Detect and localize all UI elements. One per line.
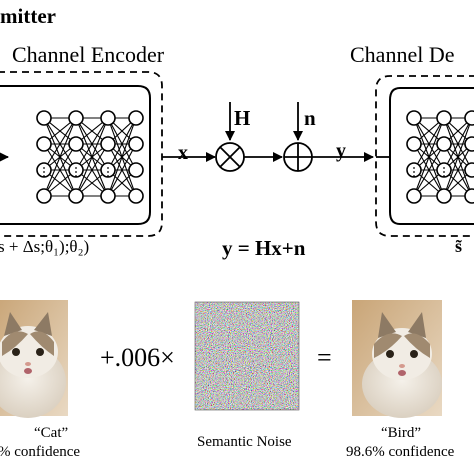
network-node	[464, 188, 474, 204]
network-node	[406, 110, 422, 126]
network-node	[68, 162, 84, 178]
cat-image-original	[0, 300, 68, 418]
network-node	[406, 188, 422, 204]
network-node	[406, 136, 422, 152]
decoder-output-label: s̃	[455, 236, 463, 256]
network-edge	[75, 117, 109, 197]
network-node	[36, 162, 52, 178]
network-node	[36, 136, 52, 152]
adversarial-class-label: “Bird”	[381, 425, 421, 441]
network-node	[436, 110, 452, 126]
network-edge	[43, 117, 77, 171]
network-ellipsis-dot	[75, 171, 77, 173]
network-node	[128, 188, 144, 204]
network-ellipsis-dot	[107, 175, 109, 177]
network-ellipsis-dot	[413, 175, 415, 177]
network-ellipsis-dot	[107, 171, 109, 173]
network-node	[100, 110, 116, 126]
semantic-noise-image	[194, 301, 300, 411]
network-node	[100, 162, 116, 178]
encoder-function-label: s + Δs;θ₁);θ₂)	[0, 237, 90, 256]
network-node	[128, 110, 144, 126]
n-label: n	[304, 106, 316, 130]
network-edge	[443, 117, 473, 171]
network-node	[36, 188, 52, 204]
original-confidence-label: % confidence	[0, 444, 81, 460]
network-edge	[443, 117, 473, 197]
network-node	[436, 162, 452, 178]
network-ellipsis-dot	[413, 167, 415, 169]
network-edge	[75, 117, 109, 171]
encoder-dashed-box	[0, 71, 163, 237]
network-edge	[413, 117, 445, 171]
equals-sign: =	[317, 343, 332, 372]
network-node	[464, 110, 474, 126]
network-node	[68, 188, 84, 204]
network-node	[36, 110, 52, 126]
network-node	[128, 136, 144, 152]
network-ellipsis-dot	[443, 171, 445, 173]
network-ellipsis-dot	[443, 167, 445, 169]
decoder-title: Channel De	[350, 42, 455, 67]
network-edge	[43, 117, 77, 197]
decoder-dashed-box	[375, 75, 474, 237]
network-node	[436, 136, 452, 152]
network-ellipsis-dot	[43, 175, 45, 177]
noise-caption: Semantic Noise	[197, 434, 292, 450]
network-node	[436, 188, 452, 204]
network-edge	[413, 117, 445, 197]
original-class-label: “Cat”	[34, 425, 69, 441]
network-node	[100, 188, 116, 204]
add-node	[283, 142, 313, 172]
network-ellipsis-dot	[75, 175, 77, 177]
network-edge	[107, 143, 137, 197]
network-edge	[107, 117, 137, 197]
decoder-neural-network	[406, 110, 474, 204]
network-node	[68, 110, 84, 126]
network-node	[128, 162, 144, 178]
network-ellipsis-dot	[107, 167, 109, 169]
cat-image-adversarial	[352, 300, 442, 418]
encoder-network-box	[0, 85, 151, 225]
h-label: H	[234, 106, 251, 130]
network-node	[100, 136, 116, 152]
network-edge	[413, 143, 445, 197]
network-edge	[43, 143, 77, 197]
perturbation-multiplier: +.006×	[100, 343, 175, 372]
encoder-title: Channel Encoder	[12, 42, 165, 67]
network-ellipsis-dot	[413, 171, 415, 173]
decoder-network-box	[389, 87, 474, 225]
network-ellipsis-dot	[75, 167, 77, 169]
channel-equation: y = Hx+n	[222, 236, 306, 260]
transmitter-label: mitter	[0, 4, 56, 28]
network-ellipsis-dot	[43, 171, 45, 173]
x-label: x	[178, 142, 188, 164]
network-ellipsis-dot	[43, 167, 45, 169]
y-label: y	[336, 140, 346, 162]
encoder-neural-network	[36, 110, 144, 204]
adversarial-confidence-label: 98.6% confidence	[346, 444, 455, 460]
network-node	[68, 136, 84, 152]
multiply-node	[215, 142, 245, 172]
network-edge	[443, 143, 473, 197]
network-edge	[107, 117, 137, 171]
network-ellipsis-dot	[443, 175, 445, 177]
network-edge	[75, 143, 109, 197]
network-node	[406, 162, 422, 178]
network-node	[464, 162, 474, 178]
network-node	[464, 136, 474, 152]
